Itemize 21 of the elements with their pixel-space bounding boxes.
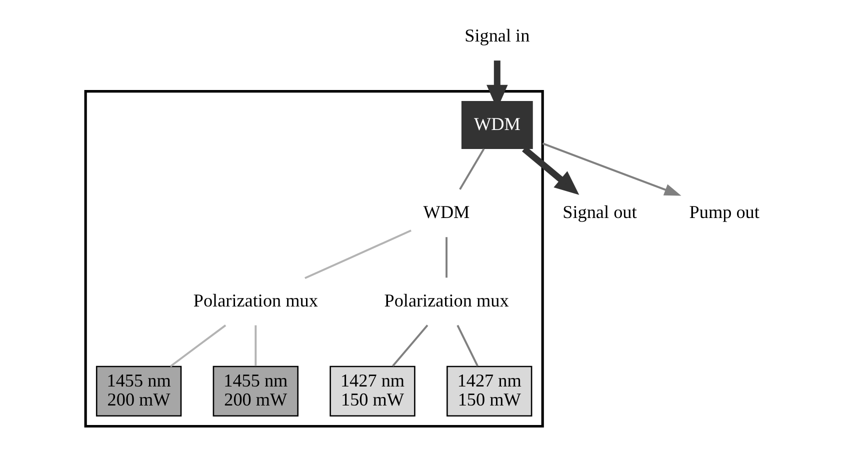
node-text: WDM bbox=[422, 202, 470, 222]
connector bbox=[458, 148, 484, 190]
connector bbox=[456, 324, 478, 366]
cluster bbox=[84, 90, 544, 428]
node-box: 1427 nm 150 mW bbox=[329, 366, 415, 416]
node-text: Signal in bbox=[464, 26, 530, 46]
connector bbox=[392, 324, 428, 367]
node-box: 1427 nm 150 mW bbox=[446, 366, 532, 416]
node-text: Signal out bbox=[562, 202, 636, 222]
arrow bbox=[522, 146, 579, 195]
node-box: 1455 nm 200 mW bbox=[212, 366, 298, 416]
connector bbox=[304, 230, 411, 280]
node-text: Polarization mux bbox=[192, 290, 318, 310]
connector bbox=[169, 324, 226, 368]
node-box: 1455 nm 200 mW bbox=[95, 366, 182, 416]
node-box: WDM bbox=[460, 101, 532, 150]
connector bbox=[254, 325, 256, 366]
node-text: Pump out bbox=[688, 202, 759, 222]
connector bbox=[445, 237, 447, 278]
arrow bbox=[542, 142, 681, 196]
node-text: Polarization mux bbox=[384, 290, 508, 310]
